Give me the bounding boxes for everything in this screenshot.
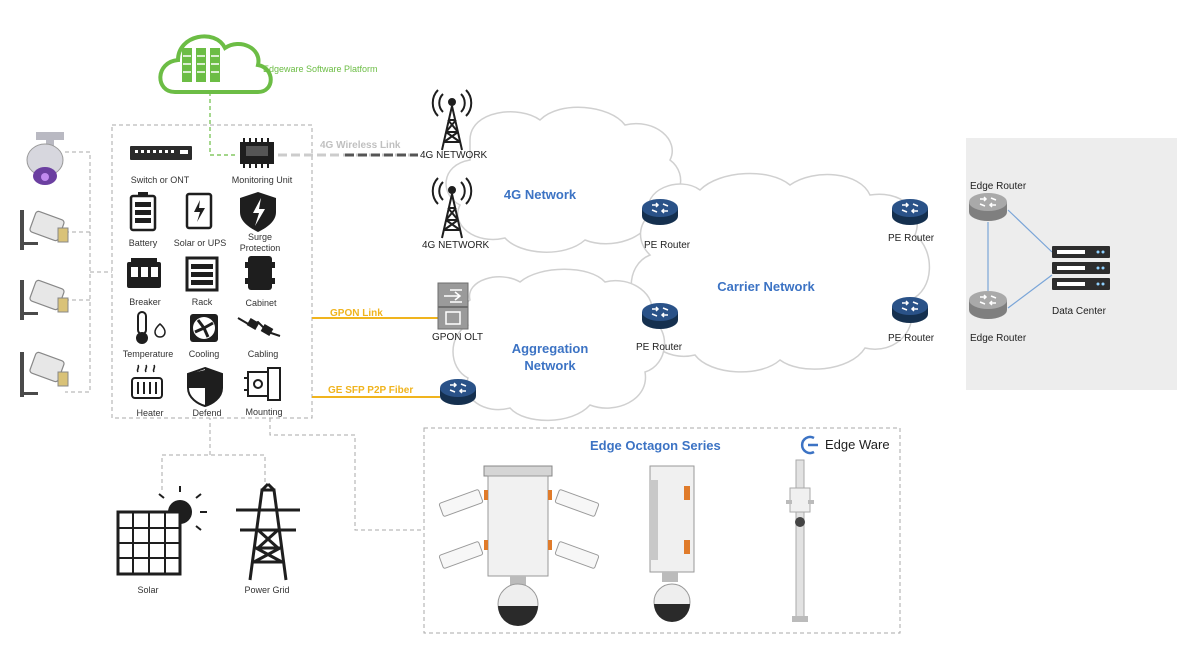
- power-grid-label: Power Grid: [244, 585, 290, 595]
- rack-label: Rack: [191, 297, 213, 307]
- cabling-icon: [237, 317, 281, 337]
- monitoring-unit-label: Monitoring Unit: [231, 175, 293, 185]
- switch-label: Switch or ONT: [130, 175, 190, 185]
- power-grid-tower-icon: [236, 482, 300, 581]
- fiber-link-label: GE SFP P2P Fiber: [328, 385, 414, 396]
- heater-label: Heater: [136, 408, 164, 418]
- gpon-link-label: GPON Link: [330, 308, 383, 319]
- cabinet-octagon-link: [269, 418, 424, 531]
- bullet-camera-icon-1: [20, 210, 69, 250]
- battery-label: Battery: [128, 238, 158, 248]
- bullet-camera-icon-2: [20, 279, 69, 320]
- cooling-label: Cooling: [188, 349, 220, 359]
- cooling-fan-icon: [190, 314, 218, 342]
- breaker-icon: [127, 258, 161, 288]
- octagon-cabinet-product-2: [649, 465, 695, 622]
- cabinet-label: Cabinet: [245, 298, 277, 308]
- aggregation-network-label: Aggregation Network: [511, 341, 589, 373]
- platform-cloud-icon: [158, 34, 273, 94]
- heater-icon: [131, 364, 163, 399]
- rack-icon: [185, 256, 219, 292]
- platform-label: Edgeware Software Platform: [263, 64, 378, 74]
- pe-router-label-4: PE Router: [888, 333, 935, 344]
- pe-router-label-1: PE Router: [644, 240, 691, 251]
- power-link: [161, 454, 266, 490]
- cloud-aggregation: [452, 268, 666, 422]
- platform-link: [209, 92, 238, 156]
- network-clouds: [445, 106, 931, 422]
- camera-links: [65, 151, 112, 393]
- bullet-camera-icon-3: [20, 351, 69, 397]
- cabling-label: Cabling: [247, 349, 279, 359]
- tower-top-label: 4G NETWORK: [420, 150, 488, 161]
- edge-router-label-2: Edge Router: [970, 333, 1027, 344]
- data-center-label: Data Center: [1052, 306, 1106, 317]
- series-title: Edge Octagon Series: [590, 438, 721, 453]
- switch-icon: [130, 146, 192, 160]
- ups-label: Solar or UPS: [173, 238, 227, 248]
- pe-router-label-2: PE Router: [636, 342, 683, 353]
- dc-links: [987, 209, 1053, 309]
- defend-shield-icon: [187, 366, 223, 408]
- octagon-cabinet-product-1: [438, 465, 600, 626]
- dome-camera-icon: [26, 132, 64, 185]
- surge-protection-icon: [240, 192, 276, 232]
- cabinet-icon: [245, 256, 275, 290]
- solar-panel-icon: [116, 486, 207, 576]
- carrier-network-label: Carrier Network: [717, 279, 815, 294]
- cabinet-box: [111, 124, 313, 419]
- edge-router-label-1: Edge Router: [970, 181, 1027, 192]
- edgeware-logo-icon: [800, 435, 818, 455]
- cell-tower-icon-top: [431, 89, 473, 151]
- edgeware-brand-label: Edge Ware: [825, 437, 890, 452]
- olt-label: GPON OLT: [432, 332, 483, 343]
- defend-label: Defend: [192, 408, 222, 418]
- solar-label: Solar: [137, 585, 159, 595]
- battery-icon: [129, 192, 157, 232]
- pe-router-label-3: PE Router: [888, 233, 935, 244]
- octagon-pole-product-3: [786, 459, 814, 622]
- octagon-series-box: [423, 427, 901, 634]
- wireless-link-label: 4G Wireless Link: [320, 140, 401, 151]
- mounting-label: Mounting: [245, 407, 283, 417]
- ups-icon: [185, 192, 213, 230]
- network-4g-label: 4G Network: [503, 187, 577, 202]
- temperature-label: Temperature: [122, 349, 174, 359]
- data-center-server-icon: [1052, 246, 1110, 290]
- breaker-label: Breaker: [129, 297, 161, 307]
- mounting-icon: [244, 367, 281, 401]
- surge-label: Surge Protection: [239, 232, 281, 253]
- cell-tower-icon-bottom: [431, 177, 473, 239]
- monitoring-unit-icon: [240, 138, 274, 168]
- tower-bottom-label: 4G NETWORK: [422, 240, 490, 251]
- temperature-icon: [136, 311, 166, 344]
- gpon-olt-icon: [437, 282, 469, 330]
